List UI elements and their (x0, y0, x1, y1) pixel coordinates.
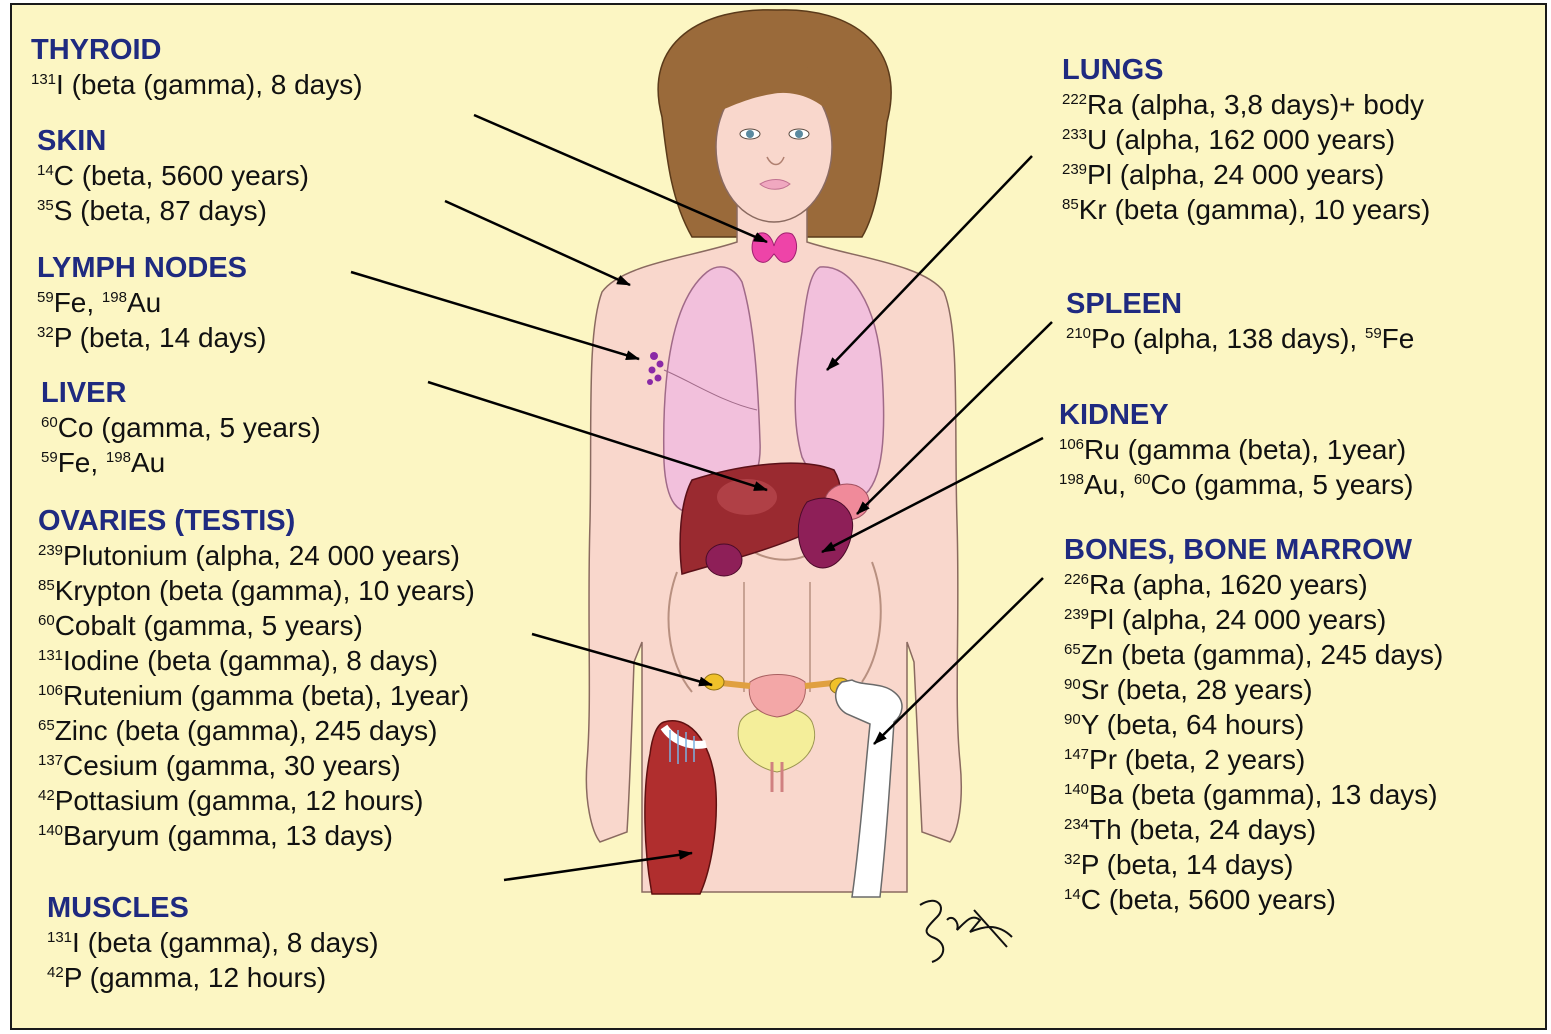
isotope-line: 59Fe, 198Au (37, 285, 266, 320)
isotope-line: 90Y (beta, 64 hours) (1064, 707, 1443, 742)
isotope-line: 137Cesium (gamma, 30 years) (38, 748, 475, 783)
isotope-line: 131Iodine (beta (gamma), 8 days) (38, 643, 475, 678)
section-title: SPLEEN (1066, 287, 1414, 321)
section-title: LYMPH NODES (37, 251, 266, 285)
isotope-line: 234Th (beta, 24 days) (1064, 812, 1443, 847)
section-thyroid: THYROID 131I (beta (gamma), 8 days) (31, 33, 363, 102)
isotope-line: 222Ra (alpha, 3,8 days)+ body (1062, 87, 1430, 122)
isotope-line: 32P (beta, 14 days) (1064, 847, 1443, 882)
section-ovaries: OVARIES (TESTIS) 239Plutonium (alpha, 24… (38, 504, 475, 853)
isotope-line: 140Baryum (gamma, 13 days) (38, 818, 475, 853)
isotope-line: 226Ra (apha, 1620 years) (1064, 567, 1443, 602)
section-title: MUSCLES (47, 891, 379, 925)
isotope-line: 32P (beta, 14 days) (37, 320, 266, 355)
isotope-line: 210Po (alpha, 138 days), 59Fe (1066, 321, 1414, 356)
section-kidney: KIDNEY 106Ru (gamma (beta), 1year) 198Au… (1059, 398, 1414, 502)
signature (920, 901, 1012, 962)
section-lungs: LUNGS 222Ra (alpha, 3,8 days)+ body 233U… (1062, 53, 1430, 227)
isotope-line: 239Pl (alpha, 24 000 years) (1064, 602, 1443, 637)
isotope-line: 65Zn (beta (gamma), 245 days) (1064, 637, 1443, 672)
isotope-line: 147Pr (beta, 2 years) (1064, 742, 1443, 777)
section-title: OVARIES (TESTIS) (38, 504, 475, 538)
isotope-line: 131I (beta (gamma), 8 days) (31, 67, 363, 102)
section-liver: LIVER 60Co (gamma, 5 years) 59Fe, 198Au (41, 376, 321, 480)
isotope-line: 140Ba (beta (gamma), 13 days) (1064, 777, 1443, 812)
isotope-line: 60Co (gamma, 5 years) (41, 410, 321, 445)
isotope-line: 42Pottasium (gamma, 12 hours) (38, 783, 475, 818)
isotope-line: 35S (beta, 87 days) (37, 193, 309, 228)
section-bones: BONES, BONE MARROW 226Ra (apha, 1620 yea… (1064, 533, 1443, 917)
isotope-line: 65Zinc (beta (gamma), 245 days) (38, 713, 475, 748)
section-title: THYROID (31, 33, 363, 67)
section-spleen: SPLEEN 210Po (alpha, 138 days), 59Fe (1066, 287, 1414, 356)
section-skin: SKIN 14C (beta, 5600 years) 35S (beta, 8… (37, 124, 309, 228)
isotope-line: 14C (beta, 5600 years) (1064, 882, 1443, 917)
isotope-line: 14C (beta, 5600 years) (37, 158, 309, 193)
kidney-left (706, 544, 742, 576)
isotope-line: 239Pl (alpha, 24 000 years) (1062, 157, 1430, 192)
isotope-line: 131I (beta (gamma), 8 days) (47, 925, 379, 960)
isotope-line: 90Sr (beta, 28 years) (1064, 672, 1443, 707)
isotope-line: 60Cobalt (gamma, 5 years) (38, 608, 475, 643)
isotope-line: 106Rutenium (gamma (beta), 1year) (38, 678, 475, 713)
isotope-line: 233U (alpha, 162 000 years) (1062, 122, 1430, 157)
section-title: KIDNEY (1059, 398, 1414, 432)
isotope-line: 239Plutonium (alpha, 24 000 years) (38, 538, 475, 573)
section-title: LUNGS (1062, 53, 1430, 87)
isotope-line: 85Kr (beta (gamma), 10 years) (1062, 192, 1430, 227)
section-muscles: MUSCLES 131I (beta (gamma), 8 days) 42P … (47, 891, 379, 995)
isotope-line: 106Ru (gamma (beta), 1year) (1059, 432, 1414, 467)
ovary-left (704, 674, 724, 690)
section-title: BONES, BONE MARROW (1064, 533, 1443, 567)
isotope-line: 198Au, 60Co (gamma, 5 years) (1059, 467, 1414, 502)
isotope-line: 59Fe, 198Au (41, 445, 321, 480)
isotope-line: 85Krypton (beta (gamma), 10 years) (38, 573, 475, 608)
isotope-line: 42P (gamma, 12 hours) (47, 960, 379, 995)
section-title: SKIN (37, 124, 309, 158)
section-title: LIVER (41, 376, 321, 410)
diagram-frame: THYROID 131I (beta (gamma), 8 days) SKIN… (10, 3, 1547, 1030)
section-lymph-nodes: LYMPH NODES 59Fe, 198Au 32P (beta, 14 da… (37, 251, 266, 355)
